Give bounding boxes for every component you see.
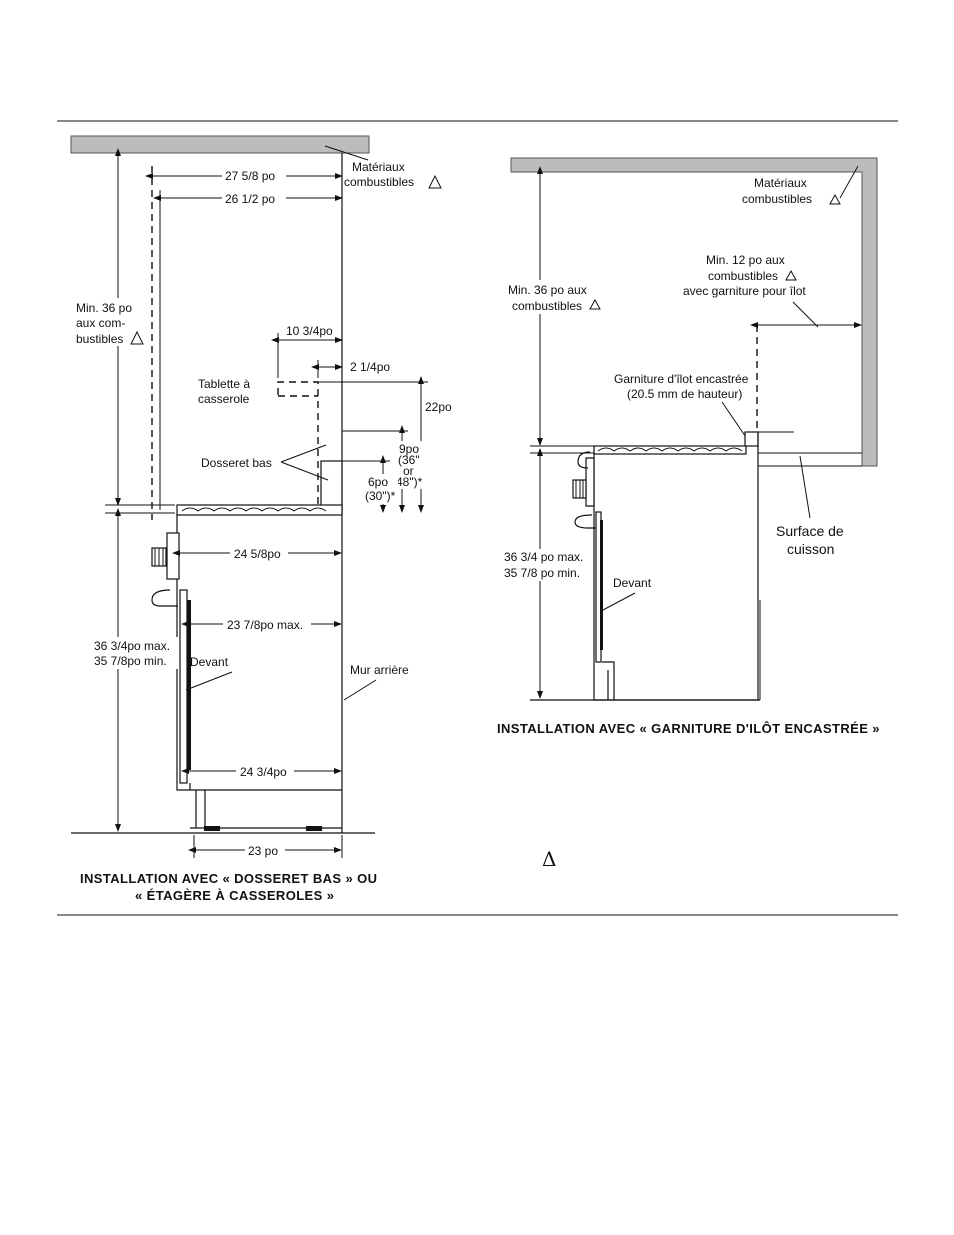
left-min36-label-2: aux com-	[76, 316, 125, 330]
left-cooktop	[176, 504, 343, 516]
right-devant-leader	[602, 592, 636, 611]
left-devant-label: Devant	[190, 655, 229, 669]
dim-24-3-4-label: 24 3/4po	[240, 765, 287, 779]
dosseret-leader-a	[280, 444, 327, 463]
garniture-label-1: Garniture d'îlot encastrée	[614, 372, 749, 386]
left-oven-door	[179, 589, 188, 784]
pot-shelf-dashed	[277, 381, 319, 510]
right-min36-label-1: Min. 36 po aux	[508, 283, 587, 297]
dim-9-label-1: 9po	[399, 442, 419, 456]
left-devant-leader	[185, 671, 233, 691]
right-devant-label: Devant	[613, 576, 652, 590]
dim-9-label-4: 48")*	[396, 475, 423, 489]
mur-arriere-leader	[343, 679, 377, 701]
left-ceiling-leader	[324, 145, 369, 161]
dim-27-5-8-label: 27 5/8 po	[225, 169, 275, 183]
right-upper-handle	[577, 451, 591, 469]
left-range-body	[176, 515, 342, 791]
dim-9-label-3: or	[403, 464, 414, 478]
dim-24-5-8-label: 24 5/8po	[234, 547, 281, 561]
right-height-label-2: 35 7/8 po min.	[504, 566, 580, 580]
right-combustibles-leader	[839, 165, 859, 199]
dim-2-1-4-label: 2 1/4po	[350, 360, 390, 374]
left-min36-label-1: Min. 36 po	[76, 301, 132, 315]
mur-arriere-label: Mur arrière	[350, 663, 409, 677]
right-door-panel	[600, 520, 603, 650]
tablette-label-2: casserole	[198, 392, 250, 406]
right-min12-label-1: Min. 12 po aux	[706, 253, 785, 267]
left-foot-a	[204, 826, 220, 831]
left-caption-2: « ÉTAGÈRE À CASSEROLES »	[135, 888, 334, 903]
surface-label-2: cuisson	[787, 541, 834, 557]
left-handle	[151, 589, 178, 607]
right-caption: INSTALLATION AVEC « GARNITURE D'ILÔT ENC…	[497, 721, 880, 736]
surface-label-1: Surface de	[776, 523, 844, 539]
island-trim	[744, 431, 759, 447]
left-control-panel	[166, 532, 180, 580]
dim-22-label: 22po	[425, 400, 452, 414]
left-combustibles-label-2: combustibles	[344, 175, 414, 189]
left-combustibles-label-1: Matériaux	[352, 160, 405, 174]
left-door-panel	[187, 600, 191, 770]
right-combustibles-label-1: Matériaux	[754, 176, 807, 190]
left-height-label-2: 35 7/8po min.	[94, 654, 167, 668]
left-foot-b	[306, 826, 322, 831]
right-height-label-1: 36 3/4 po max.	[504, 550, 583, 564]
left-base	[189, 783, 342, 829]
right-control-panel	[585, 457, 595, 507]
right-min36-label-2: combustibles	[512, 299, 582, 313]
left-combustible-ceiling	[70, 135, 370, 154]
left-diagram: Matériaux combustibles 27 5/8 po 26 1/2 …	[70, 135, 452, 903]
right-drawer	[602, 661, 615, 700]
right-handle	[574, 514, 596, 529]
left-height-label-1: 36 3/4po max.	[94, 639, 170, 653]
tablette-label-1: Tablette à	[198, 377, 250, 391]
right-diagram: Matériaux combustibles Min. 36 po aux co…	[497, 157, 880, 736]
left-min36-label-3: bustibles	[76, 332, 123, 346]
right-cooktop	[593, 445, 747, 455]
dim-23-7-8-label: 23 7/8po max.	[227, 618, 303, 632]
dim-min12-leader	[792, 301, 819, 328]
warning-triangle-icon	[428, 174, 442, 189]
right-min12-label-3: avec garniture pour îlot	[683, 284, 806, 298]
right-min12-label-2: combustibles	[708, 269, 778, 283]
right-combustibles-label-2: combustibles	[742, 192, 812, 206]
dim-6-label-2: (30")*	[365, 489, 396, 503]
warning-triangle-icon	[785, 269, 797, 281]
dim-9-label-2: (36"	[398, 453, 420, 467]
dim-10-3-4-label: 10 3/4po	[286, 324, 333, 338]
dosseret-leader-b	[280, 461, 329, 481]
left-burner-grates	[181, 507, 327, 512]
warning-triangle-icon	[589, 298, 601, 310]
right-range-body	[593, 432, 759, 701]
garniture-label-2: (20.5 mm de hauteur)	[627, 387, 742, 401]
warning-triangle-icon	[130, 330, 144, 345]
left-caption-1: INSTALLATION AVEC « DOSSERET BAS » OU	[80, 871, 377, 886]
dim-6-label-1: 6po	[368, 475, 388, 489]
surface-leader	[799, 455, 811, 519]
legend-symbol: Δ	[542, 847, 556, 871]
dim-26-1-2-label: 26 1/2 po	[225, 192, 275, 206]
right-burner-grates	[597, 447, 743, 452]
warning-triangle-icon	[829, 193, 841, 205]
dim-23-label: 23 po	[248, 844, 278, 858]
dosseret-bas-label: Dosseret bas	[201, 456, 272, 470]
